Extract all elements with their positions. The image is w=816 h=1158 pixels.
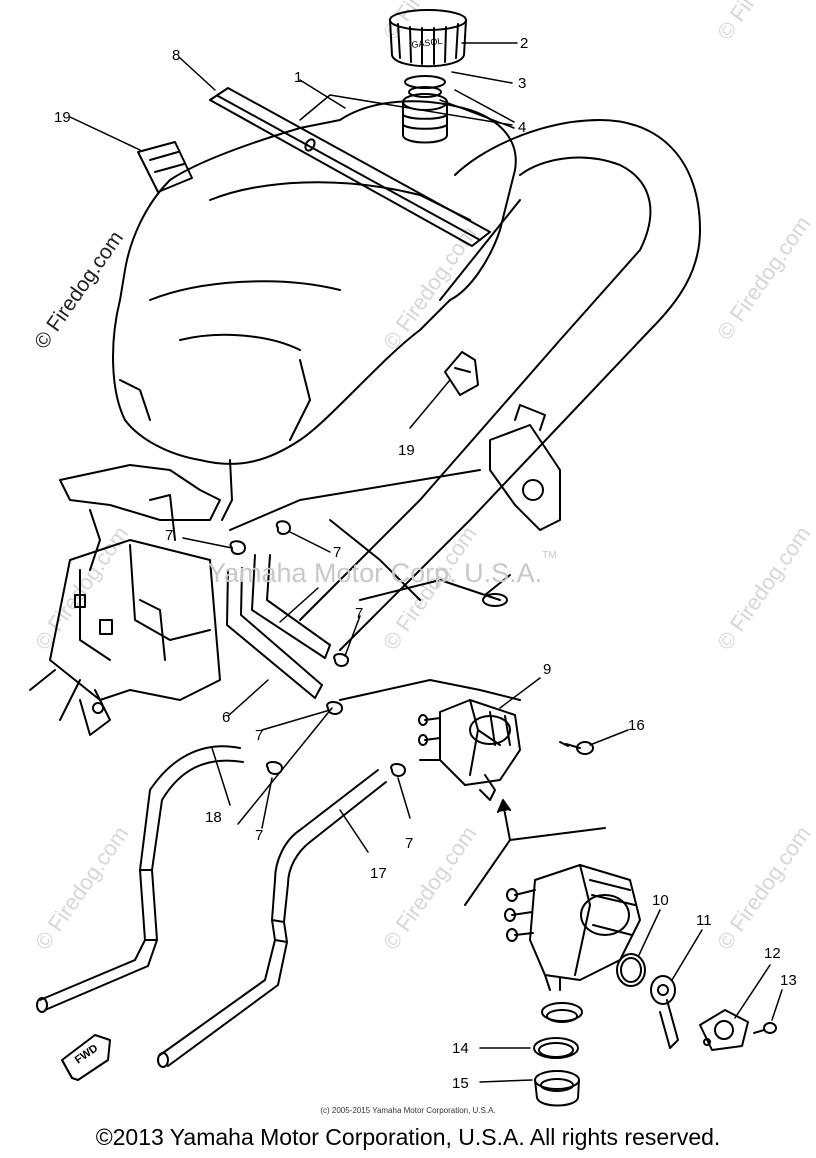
callout-label: 9 [543, 661, 551, 678]
callout-label: 16 [628, 717, 645, 734]
fuel-hose-17 [157, 769, 387, 1068]
callout-label: 7 [255, 727, 263, 744]
callout-label: 7 [405, 835, 413, 852]
callout-label: 12 [764, 945, 781, 962]
exploded-view-bracket [464, 799, 606, 906]
cap-text: GASOL [411, 36, 443, 50]
leader-lines [69, 42, 783, 1083]
callout-label: 8 [172, 47, 180, 64]
engine-frame [29, 464, 221, 736]
hose-clips [229, 520, 406, 777]
small-copyright: (c) 2005-2015 Yamaha Motor Corporation, … [320, 1106, 496, 1115]
callout-label: 6 [222, 709, 230, 726]
pump-seal-ring [533, 1002, 583, 1059]
frame-bracket [489, 404, 561, 531]
callout-label: 7 [255, 827, 263, 844]
callout-label: 7 [165, 527, 173, 544]
watermark-yamaha: Yamaha Motor Corp. U.S.A.TM [208, 550, 557, 588]
fwd-arrow-icon: FWD [61, 1034, 111, 1081]
cover-screw [753, 1022, 777, 1034]
pump-o-ring [616, 953, 646, 987]
fuel-hose-6 [226, 567, 323, 699]
callout-label: 19 [54, 109, 71, 126]
callout-label: 1 [294, 69, 302, 86]
tank-damper [444, 351, 479, 396]
fuel-pump-exploded [504, 864, 641, 991]
cap-gasket [404, 75, 446, 98]
fuel-cap: GASOL [389, 9, 467, 68]
callout-label: 15 [452, 1075, 469, 1092]
rubber-pad [137, 141, 193, 193]
pump-cover-plate [699, 1009, 749, 1051]
callout-label: 11 [696, 912, 712, 929]
callout-label: 3 [518, 75, 526, 92]
callout-label: 7 [355, 605, 363, 622]
callout-label: 2 [520, 35, 528, 52]
pump-plunger [650, 975, 679, 1049]
pump-cap [534, 1070, 580, 1107]
pump-bolt [559, 741, 594, 755]
frame-tube [299, 119, 701, 651]
footer-copyright: ©2013 Yamaha Motor Corporation, U.S.A. A… [95, 1124, 721, 1150]
callout-label: 13 [780, 972, 797, 989]
callout-label: 4 [518, 119, 526, 136]
callout-label: 10 [652, 892, 669, 909]
fuel-tank [112, 100, 517, 521]
frame-rail [229, 469, 521, 701]
callout-label: 18 [205, 809, 222, 826]
fuel-hose-5 [251, 554, 331, 659]
fuel-hose-18 [36, 745, 244, 1013]
callout-label: 19 [398, 442, 415, 459]
fuel-pump-installed [418, 699, 521, 801]
callout-label: 14 [452, 1040, 469, 1057]
tank-strap [209, 87, 491, 247]
callout-numbers: 1 2 3 4 8 19 19 7 7 7 7 7 7 6 18 17 9 16… [54, 35, 797, 1092]
callout-label: 17 [370, 865, 387, 882]
callout-label: 7 [333, 544, 341, 561]
